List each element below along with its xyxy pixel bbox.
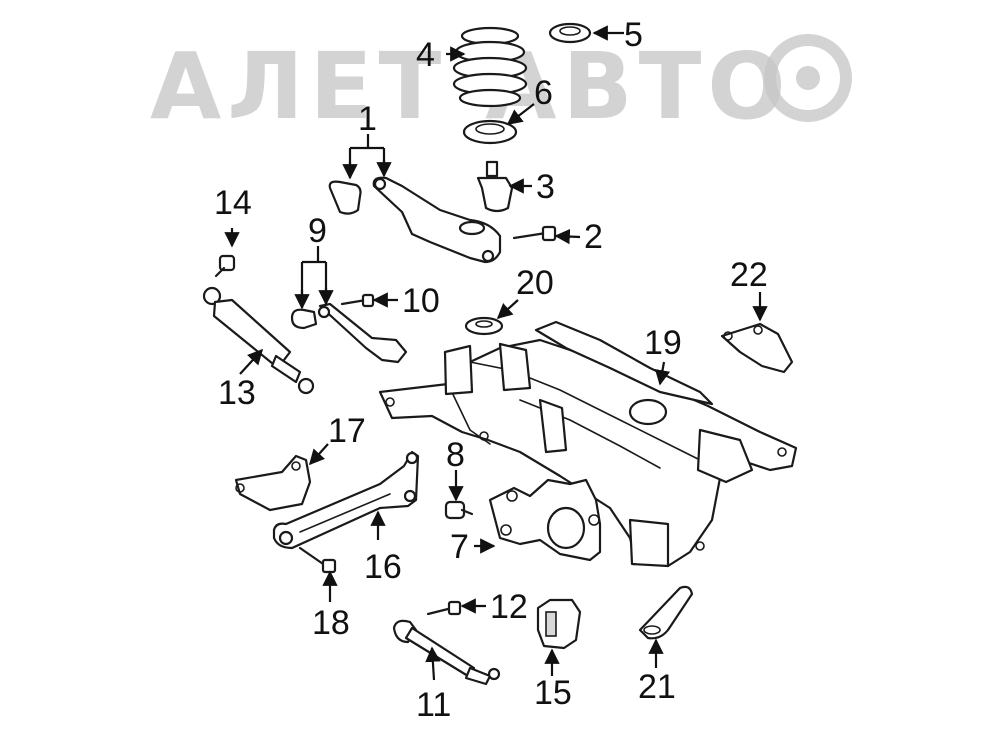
callout-5: 5 — [624, 16, 643, 54]
bracket-part-15 — [536, 598, 582, 650]
callout-14: 14 — [214, 184, 252, 222]
bushing-part-20 — [464, 316, 504, 336]
bracket-part-17 — [234, 454, 312, 512]
callout-6: 6 — [534, 74, 553, 112]
spring-lower-insulator-part-6 — [462, 119, 518, 145]
lateral-link-part-9 — [290, 302, 408, 364]
callout-20: 20 — [516, 264, 554, 302]
callout-15: 15 — [534, 674, 572, 712]
callout-22: 22 — [730, 256, 768, 294]
bump-stopper-part-3 — [476, 160, 514, 213]
callout-2: 2 — [584, 218, 603, 256]
nut-part-8 — [444, 500, 474, 520]
callout-7: 7 — [450, 528, 469, 566]
callout-8: 8 — [446, 436, 465, 474]
callout-labels: 1 2 3 4 5 6 7 8 9 10 11 12 13 14 15 16 1… — [214, 16, 768, 724]
leader-lines — [224, 25, 768, 681]
upper-control-arm-part-1 — [328, 176, 502, 264]
bolt-part-2 — [512, 225, 557, 242]
shock-absorber-part-13 — [202, 286, 315, 395]
toe-link-part-11 — [392, 619, 501, 686]
callout-4: 4 — [416, 36, 435, 74]
bracket-part-22 — [720, 322, 794, 374]
plate-part-21 — [638, 585, 694, 640]
bolt-part-10 — [340, 293, 375, 308]
callout-13: 13 — [218, 374, 256, 412]
bolt-part-18 — [298, 546, 337, 574]
callout-12: 12 — [490, 588, 528, 626]
callout-18: 18 — [312, 604, 350, 642]
callout-10: 10 — [402, 282, 440, 320]
spring-upper-insulator-part-5 — [548, 22, 592, 44]
callout-19: 19 — [644, 324, 682, 362]
bolt-part-14 — [214, 254, 236, 278]
callout-1: 1 — [358, 100, 377, 138]
callout-17: 17 — [328, 412, 366, 450]
callout-11: 11 — [416, 686, 451, 724]
callout-16: 16 — [364, 548, 402, 586]
callout-9: 9 — [308, 212, 327, 250]
bolt-part-12 — [426, 600, 462, 616]
callout-21: 21 — [638, 668, 676, 706]
knuckle-part-7 — [488, 478, 602, 562]
coil-spring-part-4 — [452, 26, 528, 108]
trailing-arm-part-16 — [272, 450, 420, 550]
callout-3: 3 — [536, 168, 555, 206]
